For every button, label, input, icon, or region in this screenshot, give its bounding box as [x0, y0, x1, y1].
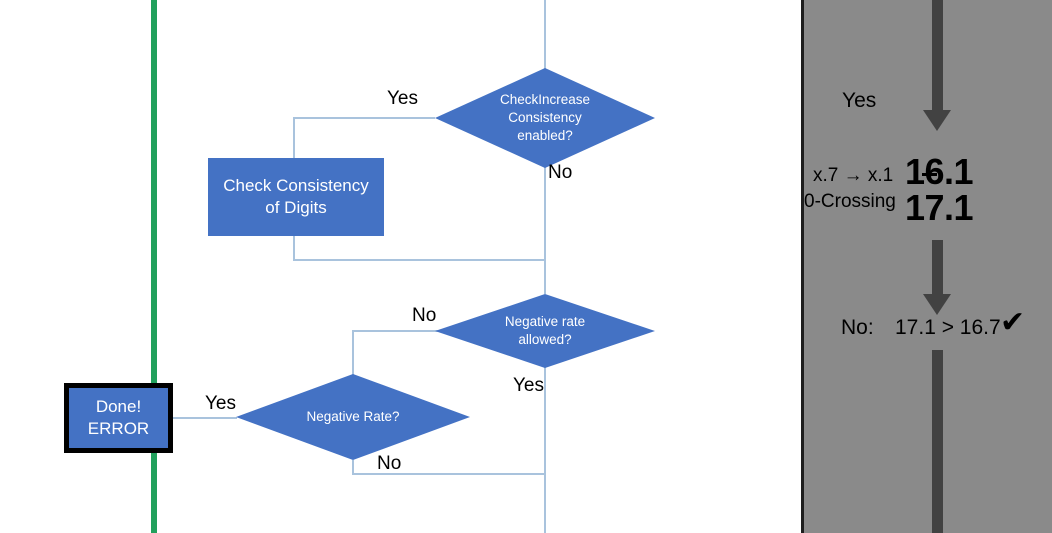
panel-yes-label: Yes: [842, 89, 877, 112]
process-check-consistency-of-digits[interactable]: Check Consistency of Digits: [208, 158, 384, 236]
edge-label-negative-rate-yes: Yes: [205, 393, 236, 414]
terminal-done-error-line1: Done!: [95, 396, 142, 416]
edge-label-negative-allowed-no: No: [412, 305, 437, 326]
edge-label-checkincrease-yes: Yes: [387, 88, 418, 109]
connector-checkincrease-yes-h2: [293, 259, 546, 261]
connector-trunk-top: [544, 0, 546, 84]
panel-comparison-prefix: No:: [841, 316, 874, 339]
panel-annotation-label-2: 0-Crossing: [804, 191, 896, 212]
connector-trunk-bottom: [544, 473, 546, 533]
panel-annotation-label-1: x.7 → x.1: [813, 165, 894, 186]
panel-arrow-2-shaft: [932, 240, 943, 296]
edge-label-checkincrease-no: No: [548, 162, 573, 183]
connector-checkincrease-yes-h1: [293, 117, 435, 119]
panel-arrow-2-head: [923, 294, 951, 315]
connector-negative-rate-no-h: [352, 473, 546, 475]
panel-value-current: 17.1: [905, 187, 974, 228]
diamond-shape-icon: [435, 294, 655, 368]
panel-arrow-3-shaft: [932, 350, 943, 533]
green-vertical-divider: [151, 0, 157, 533]
connector-negative-allowed-no-v: [352, 330, 354, 375]
connector-negative-rate-no-v: [352, 460, 354, 474]
annotation-panel: Yes x.7 → x.1 0-Crossing 16.1 17.1 No: 1…: [801, 0, 1052, 533]
connector-checkincrease-no: [544, 152, 546, 294]
diamond-shape-icon: [236, 374, 470, 460]
panel-value-struck: 16.1: [905, 151, 974, 192]
terminal-done-error-line2: ERROR: [87, 419, 150, 438]
edge-label-negative-rate-no: No: [377, 453, 402, 474]
connector-negative-rate-yes: [171, 417, 237, 419]
decision-negative-rate-allowed[interactable]: Negative rate allowed?: [435, 294, 655, 368]
connector-negative-allowed-yes: [544, 367, 546, 475]
process-check-consistency-line2: of Digits: [265, 198, 327, 217]
diamond-shape-icon: [435, 68, 655, 168]
connector-into-consistency-box: [293, 117, 295, 159]
panel-arrow-1-shaft: [932, 0, 943, 112]
decision-check-increase-consistency[interactable]: CheckIncrease Consistency enabled?: [435, 68, 655, 168]
process-check-consistency-line1: Check Consistency: [223, 175, 369, 195]
panel-comparison-text: 17.1 > 16.7: [895, 316, 1001, 339]
edge-label-negative-allowed-yes: Yes: [513, 375, 544, 396]
panel-check-icon: ✔: [1000, 306, 1026, 339]
decision-negative-rate[interactable]: Negative Rate?: [236, 374, 470, 460]
terminal-done-error[interactable]: Done! ERROR: [64, 383, 173, 453]
panel-arrow-1-head: [923, 110, 951, 131]
connector-negative-allowed-no-h: [352, 330, 438, 332]
